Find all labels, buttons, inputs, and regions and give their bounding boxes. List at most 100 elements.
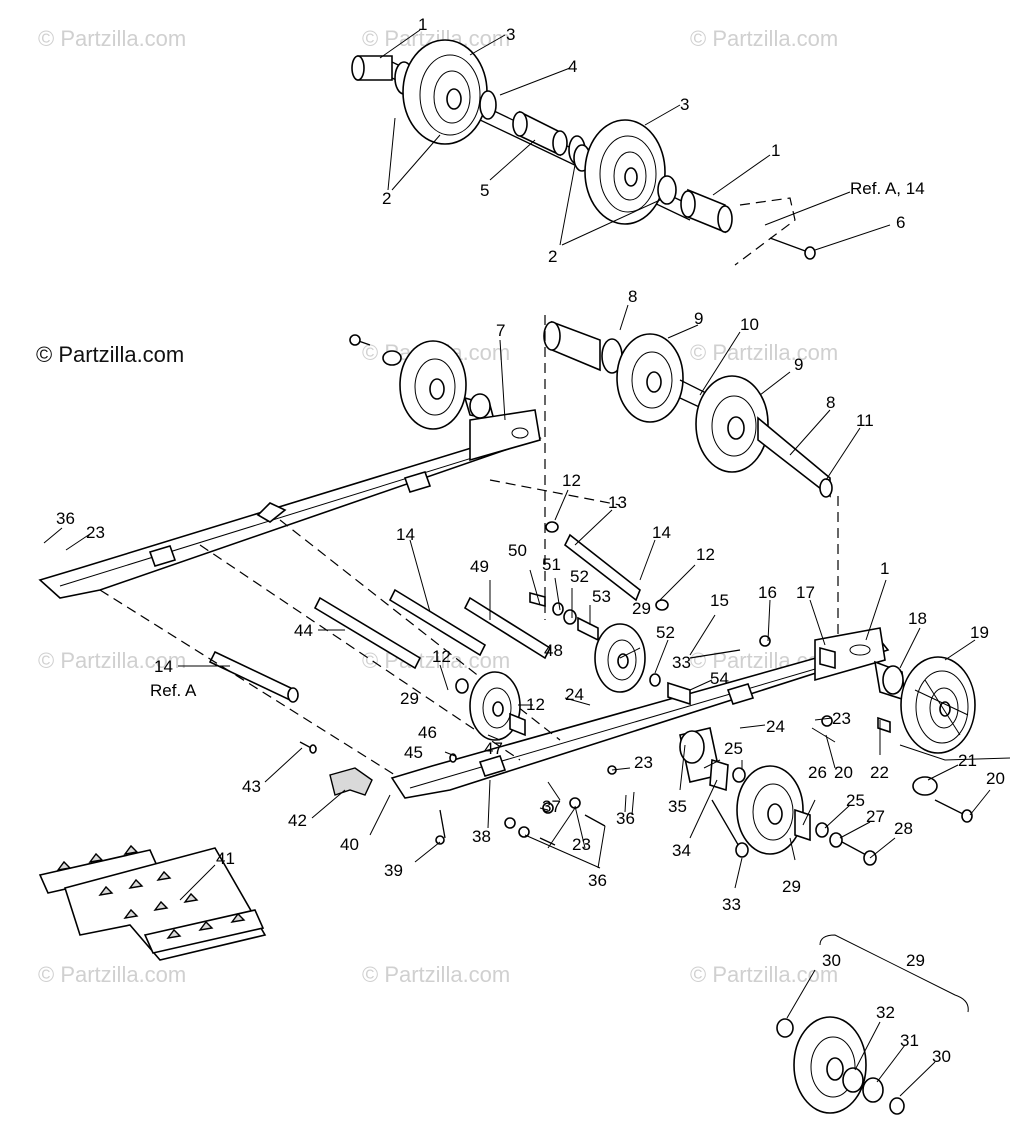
callout-36: 36	[616, 809, 635, 828]
watermark: © Partzilla.com	[690, 26, 838, 51]
callout-14: 14	[652, 523, 671, 542]
callout-17: 17	[796, 583, 815, 602]
callout-39: 39	[384, 861, 403, 880]
callout-23: 23	[572, 835, 591, 854]
callout-40: 40	[340, 835, 359, 854]
copyright-label: © Partzilla.com	[36, 342, 184, 367]
callout-33: 33	[722, 895, 741, 914]
ref-a-label: Ref. A	[150, 681, 197, 700]
callout-7: 7	[496, 321, 505, 340]
callout-53: 53	[592, 587, 611, 606]
callout-14: 14	[154, 657, 173, 676]
callout-22: 22	[870, 763, 889, 782]
callout-48: 48	[544, 641, 563, 660]
callout-1: 1	[880, 559, 889, 578]
callout-28: 28	[894, 819, 913, 838]
callout-9: 9	[794, 355, 803, 374]
callout-49: 49	[470, 557, 489, 576]
callout-26: 26	[808, 763, 827, 782]
callout-2: 2	[548, 247, 557, 266]
callout-29: 29	[632, 599, 651, 618]
track-clips	[38, 844, 267, 961]
callout-8: 8	[628, 287, 637, 306]
watermarks: © Partzilla.com © Partzilla.com © Partzi…	[36, 26, 838, 987]
callout-54: 54	[710, 669, 729, 688]
callout-35: 35	[668, 797, 687, 816]
callout-42: 42	[288, 811, 307, 830]
callout-44: 44	[294, 621, 313, 640]
callout-52: 52	[656, 623, 675, 642]
callout-15: 15	[710, 591, 729, 610]
callout-32: 32	[876, 1003, 895, 1022]
callout-25: 25	[846, 791, 865, 810]
watermark: © Partzilla.com	[38, 962, 186, 987]
lower-bogie-assembly	[607, 727, 877, 866]
rear-wheel-assembly	[811, 656, 1011, 823]
callout-24: 24	[766, 717, 785, 736]
callout-14: 14	[396, 525, 415, 544]
callout-46: 46	[418, 723, 437, 742]
lower-left-hardware	[299, 741, 606, 846]
callout-20: 20	[834, 763, 853, 782]
track-clip-studs	[56, 844, 246, 939]
callout-5: 5	[480, 181, 489, 200]
watermark: © Partzilla.com	[362, 648, 510, 673]
rails	[38, 409, 890, 799]
callout-27: 27	[866, 807, 885, 826]
callout-1: 1	[771, 141, 780, 160]
callout-6: 6	[896, 213, 905, 232]
callout-23: 23	[86, 523, 105, 542]
callout-45: 45	[404, 743, 423, 762]
callout-31: 31	[900, 1031, 919, 1050]
callout-12: 12	[696, 545, 715, 564]
callout-41: 41	[216, 849, 235, 868]
callout-29: 29	[782, 877, 801, 896]
callout-30: 30	[822, 951, 841, 970]
callout-52: 52	[570, 567, 589, 586]
callout-12: 12	[526, 695, 545, 714]
callout-11: 11	[856, 411, 874, 430]
callout-12: 12	[562, 471, 581, 490]
callout-4: 4	[568, 57, 577, 76]
callout-38: 38	[472, 827, 491, 846]
callout-1: 1	[418, 15, 427, 34]
callout-25: 25	[724, 739, 743, 758]
watermark: © Partzilla.com	[690, 340, 838, 365]
callout-18: 18	[908, 609, 927, 628]
callout-12: 12	[432, 647, 451, 666]
callout-34: 34	[672, 841, 691, 860]
callout-10: 10	[740, 315, 759, 334]
callout-50: 50	[508, 541, 527, 560]
callout-23: 23	[832, 709, 851, 728]
center-axle-assembly	[543, 304, 861, 650]
callout-13: 13	[608, 493, 627, 512]
callout-37: 37	[542, 797, 561, 816]
callout-24: 24	[565, 685, 584, 704]
callout-23: 23	[634, 753, 653, 772]
leader-lines	[43, 339, 991, 901]
callout-43: 43	[242, 777, 261, 796]
callout-29: 29	[906, 951, 925, 970]
callout-2: 2	[382, 189, 391, 208]
callout-30: 30	[932, 1047, 951, 1066]
watermark: © Partzilla.com	[690, 962, 838, 987]
callout-47: 47	[484, 739, 503, 758]
callout-20: 20	[986, 769, 1005, 788]
callout-21: 21	[958, 751, 977, 770]
watermark: © Partzilla.com	[38, 26, 186, 51]
callout-51: 51	[542, 555, 561, 574]
callout-29: 29	[400, 689, 419, 708]
callout-36: 36	[56, 509, 75, 528]
callout-9: 9	[694, 309, 703, 328]
callout-36: 36	[588, 871, 607, 890]
callout-19: 19	[970, 623, 989, 642]
callout-3: 3	[506, 25, 515, 44]
callout-8: 8	[826, 393, 835, 412]
left-upper-idler	[349, 334, 496, 430]
ref-a-14-label: Ref. A, 14	[850, 179, 925, 198]
bogie-wheel-detail	[776, 934, 969, 1115]
callout-3: 3	[680, 95, 689, 114]
callout-labels: 1 3 4 3 1 5 2 Ref. A, 14 6 2 8 9 10 7 9 …	[56, 15, 1005, 1066]
top-idler-assembly	[351, 29, 891, 266]
